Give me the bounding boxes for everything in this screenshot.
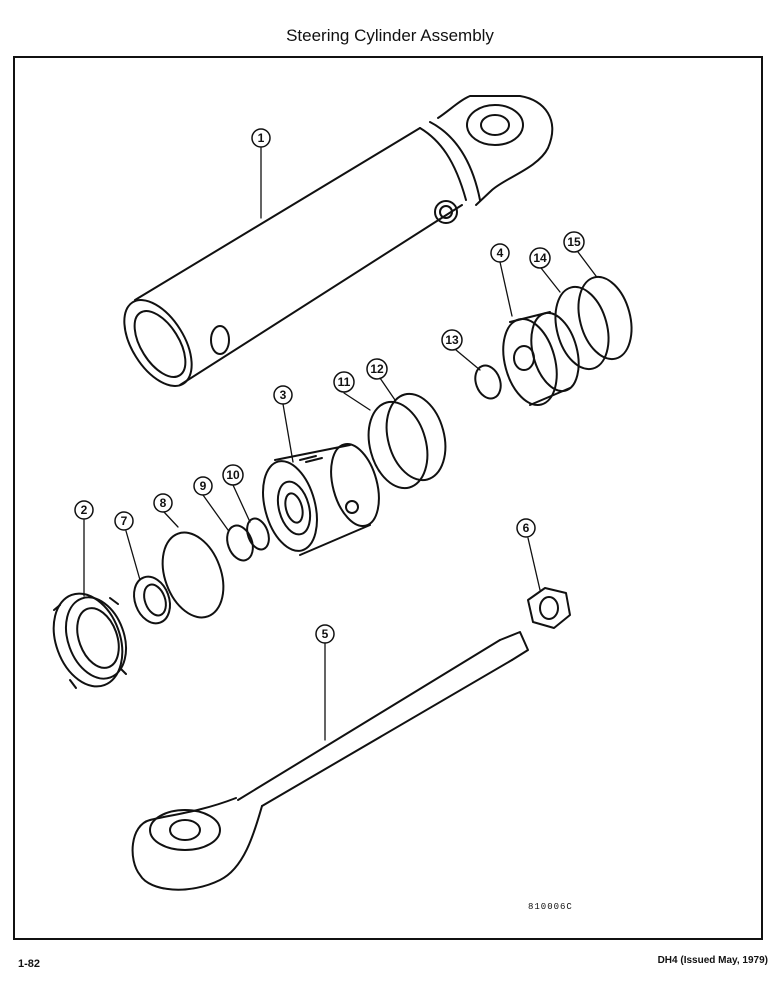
head-o-ring: [474, 364, 502, 400]
issue-info: DH4 (Issued May, 1979): [657, 955, 768, 966]
svg-text:9: 9: [200, 479, 207, 493]
gland-nut: [52, 592, 127, 689]
callout-14: 14: [529, 247, 551, 269]
page-title: Steering Cylinder Assembly: [286, 26, 494, 45]
svg-text:2: 2: [81, 503, 88, 517]
svg-text:11: 11: [338, 375, 351, 389]
callout-13: 13: [441, 329, 463, 351]
svg-text:10: 10: [226, 468, 240, 482]
svg-text:8: 8: [160, 496, 167, 510]
svg-text:7: 7: [121, 514, 128, 528]
callout-10: 10: [222, 464, 244, 486]
callout-7: 7: [114, 511, 134, 531]
snap-ring: [161, 531, 225, 619]
svg-text:4: 4: [497, 246, 504, 260]
callout-6: 6: [516, 518, 536, 538]
callout-2: 2: [74, 500, 94, 520]
diagram-frame: [13, 56, 763, 940]
svg-text:1: 1: [258, 131, 265, 145]
callout-9: 9: [193, 476, 213, 496]
callout-5: 5: [315, 624, 335, 644]
svg-text:5: 5: [322, 627, 329, 641]
piston-seals: [367, 392, 447, 490]
callout-labels: 1 2 3 4 5 6 7 8 9 10 11 12 13 14 15: [74, 128, 585, 644]
leader-lines: [83, 147, 597, 741]
o-ring-small: [226, 517, 270, 562]
callout-12: 12: [366, 358, 388, 380]
cylinder-head: [502, 311, 580, 406]
page-number: 1-82: [18, 958, 41, 970]
cylinder-barrel: [123, 95, 554, 387]
svg-text:14: 14: [533, 251, 547, 265]
callout-11: 11: [333, 371, 355, 393]
hex-nut: [527, 587, 571, 629]
svg-text:13: 13: [445, 333, 459, 347]
figure-id: 810006C: [528, 902, 573, 912]
callout-8: 8: [153, 493, 173, 513]
svg-text:12: 12: [370, 362, 384, 376]
callout-1: 1: [251, 128, 271, 148]
callout-3: 3: [273, 385, 293, 405]
svg-text:6: 6: [523, 521, 530, 535]
callout-15: 15: [563, 231, 585, 253]
wiper-seal: [133, 575, 171, 625]
svg-text:3: 3: [280, 388, 287, 402]
callout-4: 4: [490, 243, 510, 263]
svg-text:15: 15: [567, 235, 581, 249]
head-seals: [554, 275, 633, 371]
piston-rod: [131, 631, 529, 891]
piston: [262, 443, 380, 556]
